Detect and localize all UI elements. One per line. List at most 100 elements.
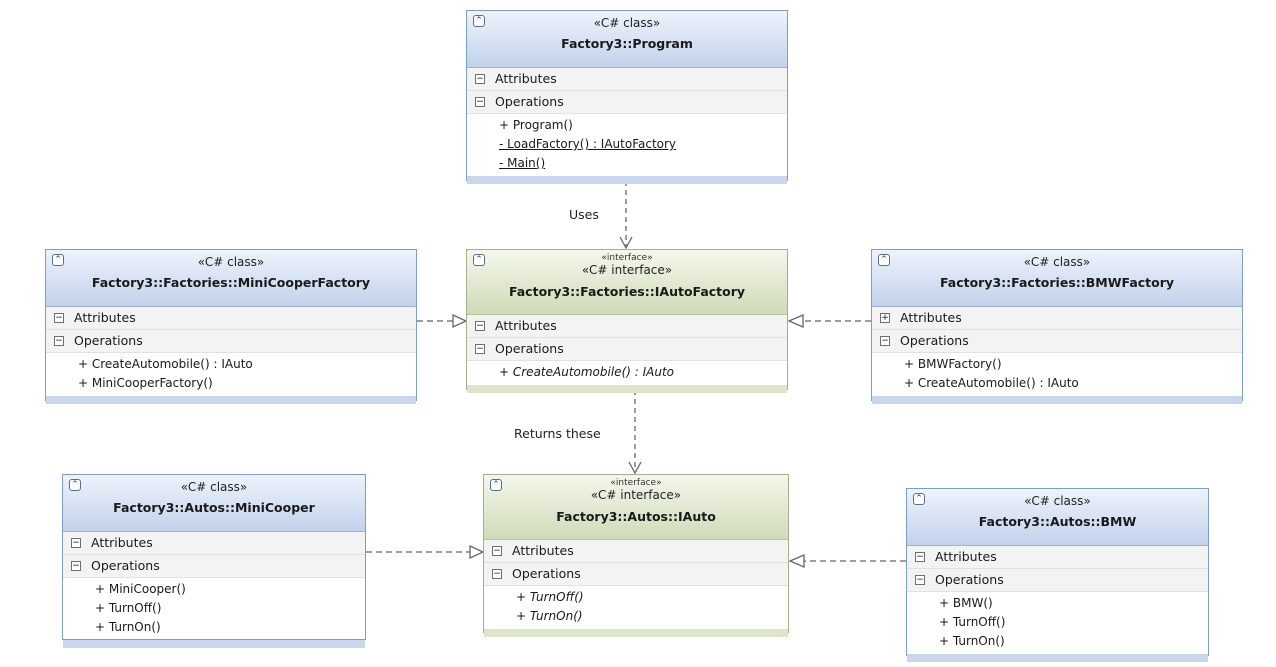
bmwfactory-class-box[interactable]: ⌃ «C# class» Factory3::Factories::BMWFac… xyxy=(871,249,1243,404)
stereotype: «C# class» xyxy=(1024,494,1091,508)
operation[interactable]: + MiniCooper() xyxy=(95,582,186,596)
operations-section[interactable]: −Operations xyxy=(63,555,365,578)
operations-list: + Program() - LoadFactory() : IAutoFacto… xyxy=(467,114,787,176)
operations-section[interactable]: −Operations xyxy=(46,330,416,353)
small-stereotype: «interface» xyxy=(601,253,653,263)
bmw-realization-arrowhead xyxy=(788,554,805,568)
interface-name: Factory3::Factories::IAutoFactory xyxy=(508,284,746,299)
attributes-section[interactable]: −Attributes xyxy=(46,307,416,330)
stereotype: «C# class» xyxy=(197,255,265,269)
operation[interactable]: + TurnOn() xyxy=(516,609,583,623)
collapse-chevron-icon[interactable]: ⌃ xyxy=(473,15,485,27)
operations-list: + BMW() + TurnOff() + TurnOn() xyxy=(907,592,1208,654)
collapse-chevron-icon[interactable]: ⌃ xyxy=(878,254,890,266)
interface-header: ⌃ «interface» «C# interface» Factory3::A… xyxy=(484,475,788,540)
operations-section[interactable]: −Operations xyxy=(467,91,787,114)
box-footer xyxy=(872,396,1242,404)
uses-label: Uses xyxy=(569,207,599,222)
uses-arrowhead xyxy=(619,236,633,250)
class-header: ⌃ «C# class» Factory3::Factories::BMWFac… xyxy=(872,250,1242,307)
box-footer xyxy=(467,176,787,184)
minus-box-icon[interactable]: − xyxy=(880,336,890,346)
bmw-class-box[interactable]: ⌃ «C# class» Factory3::Autos::BMW −Attri… xyxy=(906,488,1209,662)
minicooper-realization-arrowhead xyxy=(469,544,485,560)
operation[interactable]: + MiniCooperFactory() xyxy=(78,376,213,390)
minus-box-icon[interactable]: − xyxy=(54,313,64,323)
class-header: ⌃ «C# class» Factory3::Program xyxy=(467,11,787,68)
minicooper-class-box[interactable]: ⌃ «C# class» Factory3::Autos::MiniCooper… xyxy=(62,474,366,648)
interface-header: ⌃ «interface» «C# interface» Factory3::F… xyxy=(467,250,787,315)
operations-section[interactable]: −Operations xyxy=(907,569,1208,592)
stereotype: «C# interface» xyxy=(581,263,673,277)
minus-box-icon[interactable]: − xyxy=(492,569,502,579)
operation[interactable]: + BMWFactory() xyxy=(904,357,1002,371)
operation[interactable]: + TurnOn() xyxy=(95,620,161,634)
minus-box-icon[interactable]: − xyxy=(475,344,485,354)
box-footer xyxy=(467,385,787,393)
box-footer xyxy=(63,640,365,648)
plus-box-icon[interactable]: + xyxy=(880,313,890,323)
operation[interactable]: + CreateAutomobile() : IAuto xyxy=(78,357,253,371)
returns-arrowhead xyxy=(628,461,642,475)
minus-box-icon[interactable]: − xyxy=(915,552,925,562)
collapse-chevron-icon[interactable]: ⌃ xyxy=(913,493,925,505)
collapse-chevron-icon[interactable]: ⌃ xyxy=(52,254,64,266)
operation[interactable]: + CreateAutomobile() : IAuto xyxy=(499,365,675,379)
minicooperfactory-realization-arrowhead xyxy=(452,313,468,329)
class-header: ⌃ «C# class» Factory3::Autos::MiniCooper xyxy=(63,475,365,532)
operation[interactable]: + CreateAutomobile() : IAuto xyxy=(904,376,1079,390)
collapse-chevron-icon[interactable]: ⌃ xyxy=(69,479,81,491)
operation[interactable]: - LoadFactory() : IAutoFactory xyxy=(499,137,677,151)
returns-these-label: Returns these xyxy=(514,426,601,441)
collapse-chevron-icon[interactable]: ⌃ xyxy=(473,254,485,266)
class-name: Factory3::Program xyxy=(561,36,693,51)
operation[interactable]: + TurnOff() xyxy=(516,590,584,604)
operations-list: + TurnOff() + TurnOn() xyxy=(484,586,788,629)
minus-box-icon[interactable]: − xyxy=(71,561,81,571)
minus-box-icon[interactable]: − xyxy=(71,538,81,548)
bmwfactory-realization-arrowhead xyxy=(787,314,804,328)
attributes-section[interactable]: −Attributes xyxy=(484,540,788,563)
stereotype: «C# interface» xyxy=(590,488,682,502)
attributes-section[interactable]: −Attributes xyxy=(467,315,787,338)
stereotype: «C# class» xyxy=(180,480,248,494)
box-footer xyxy=(907,654,1208,662)
iauto-interface-box[interactable]: ⌃ «interface» «C# interface» Factory3::A… xyxy=(483,474,789,637)
program-class-box[interactable]: ⌃ «C# class» Factory3::Program −Attribut… xyxy=(466,10,788,184)
interface-name: Factory3::Autos::IAuto xyxy=(556,509,716,524)
attributes-section[interactable]: −Attributes xyxy=(467,68,787,91)
box-footer xyxy=(46,396,416,404)
operation[interactable]: + Program() xyxy=(499,118,573,132)
operations-section[interactable]: −Operations xyxy=(872,330,1242,353)
collapse-chevron-icon[interactable]: ⌃ xyxy=(490,479,502,491)
operation[interactable]: + TurnOn() xyxy=(939,634,1005,648)
operations-list: + CreateAutomobile() : IAuto + MiniCoope… xyxy=(46,353,416,396)
operation[interactable]: - Main() xyxy=(499,156,546,170)
minus-box-icon[interactable]: − xyxy=(475,97,485,107)
attributes-section[interactable]: −Attributes xyxy=(63,532,365,555)
operation[interactable]: + TurnOff() xyxy=(939,615,1006,629)
class-name: Factory3::Autos::MiniCooper xyxy=(113,500,315,515)
operations-list: + BMWFactory() + CreateAutomobile() : IA… xyxy=(872,353,1242,396)
minus-box-icon[interactable]: − xyxy=(475,321,485,331)
class-name: Factory3::Factories::BMWFactory xyxy=(939,275,1175,290)
operation[interactable]: + TurnOff() xyxy=(95,601,162,615)
operations-section[interactable]: −Operations xyxy=(484,563,788,586)
minus-box-icon[interactable]: − xyxy=(492,546,502,556)
iautofactory-interface-box[interactable]: ⌃ «interface» «C# interface» Factory3::F… xyxy=(466,249,788,393)
class-header: ⌃ «C# class» Factory3::Autos::BMW xyxy=(907,489,1208,546)
operation[interactable]: + BMW() xyxy=(939,596,993,610)
box-footer xyxy=(484,629,788,637)
operations-section[interactable]: −Operations xyxy=(467,338,787,361)
minicooperfactory-class-box[interactable]: ⌃ «C# class» Factory3::Factories::MiniCo… xyxy=(45,249,417,404)
class-name: Factory3::Factories::MiniCooperFactory xyxy=(91,275,371,290)
operations-list: + CreateAutomobile() : IAuto xyxy=(467,361,787,385)
minus-box-icon[interactable]: − xyxy=(915,575,925,585)
attributes-section[interactable]: −Attributes xyxy=(907,546,1208,569)
minus-box-icon[interactable]: − xyxy=(54,336,64,346)
minus-box-icon[interactable]: − xyxy=(475,74,485,84)
stereotype: «C# class» xyxy=(1023,255,1091,269)
small-stereotype: «interface» xyxy=(610,478,662,488)
attributes-section[interactable]: +Attributes xyxy=(872,307,1242,330)
